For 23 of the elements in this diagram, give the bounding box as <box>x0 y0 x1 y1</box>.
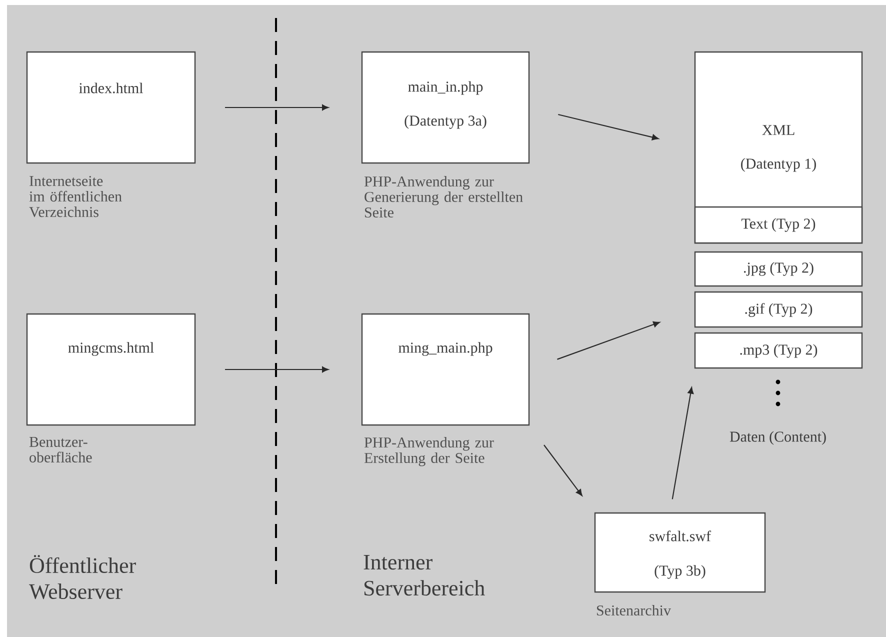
archive-box: swfalt.swf (Typ 3b) <box>594 512 766 593</box>
file-box: index.html <box>26 51 196 164</box>
arrow <box>558 114 659 140</box>
data-box: .gif (Typ 2) <box>694 291 863 328</box>
area-label: Öffentlicher Webserver <box>29 555 136 600</box>
arrow <box>544 444 582 496</box>
data-box: .jpg (Typ 2) <box>694 251 863 287</box>
group-label: Daten (Content) <box>730 431 826 445</box>
data-box: .mp3 (Typ 2) <box>694 332 863 369</box>
caption-text: Seitenarchiv <box>597 605 671 616</box>
data-compartment: Text (Typ 2) <box>694 206 863 244</box>
area-label: Interner Serverbereich <box>364 554 485 596</box>
caption-text: Internetseite im öffentlichen Verzeichnis <box>29 176 122 218</box>
file-box: main_in.php (Datentyp 3a) <box>361 51 530 164</box>
arrow <box>557 321 660 360</box>
caption-text: PHP-Anwendung zur Generierung der erstellten Seite <box>364 176 523 218</box>
file-box: ming_main.php <box>361 313 530 426</box>
arrow <box>225 104 329 110</box>
caption-text: Benutzer-oberfläche <box>29 437 92 462</box>
file-box: mingcms.html <box>26 313 196 426</box>
arrow <box>225 366 329 372</box>
arrow <box>672 387 694 500</box>
caption-text: PHP-Anwendung zur Erstellung der Seite <box>364 437 494 466</box>
